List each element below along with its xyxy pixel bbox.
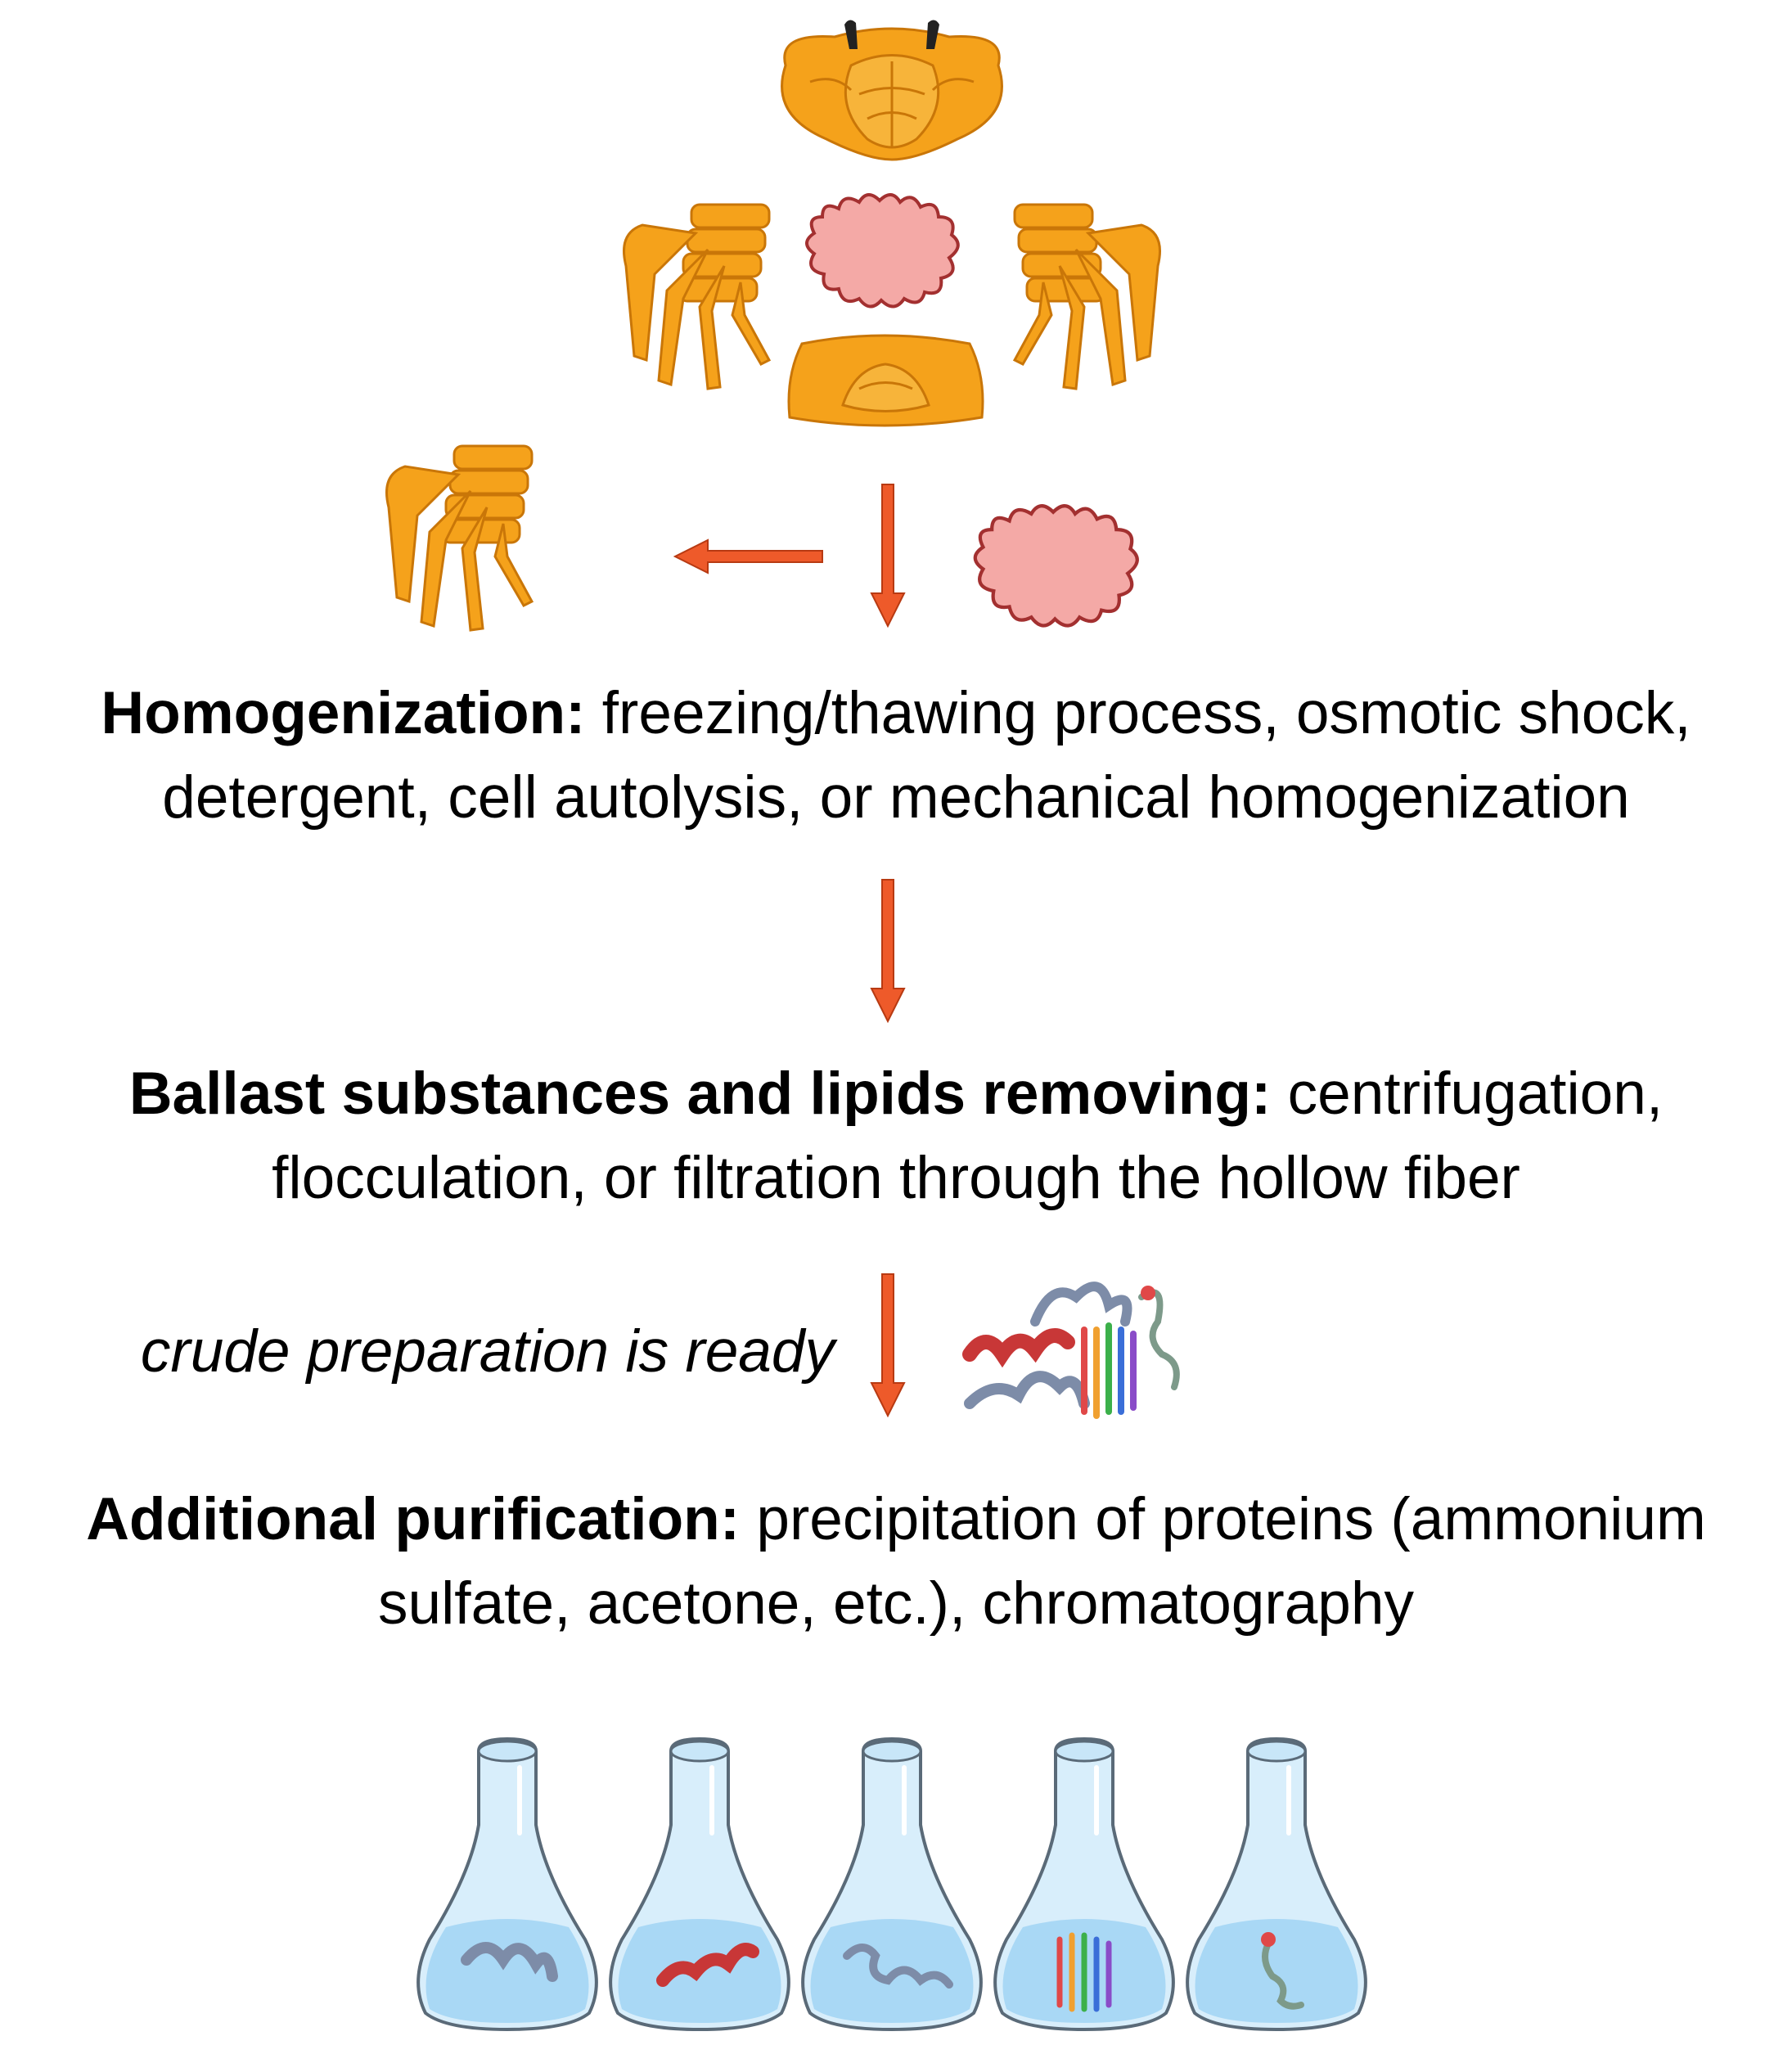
arrow-down-icon <box>870 1273 906 1418</box>
step-detail: precipitation of proteins (ammonium <box>756 1486 1706 1552</box>
step-heading: Homogenization: <box>101 680 586 746</box>
crab-carapace-icon <box>781 20 1003 161</box>
step-detail: freezing/thawing process, osmotic shock, <box>601 680 1691 746</box>
step-detail: sulfate, acetone, etc.), chromatography <box>377 1570 1415 1637</box>
step-ballast-removal: Ballast substances and lipids removing: … <box>0 1052 1792 1220</box>
crab-legs-icon <box>623 203 772 390</box>
hepatopancreas-icon <box>805 193 960 309</box>
flask-icon <box>1187 1739 1366 2029</box>
crab-legs-icon <box>1012 203 1161 390</box>
step-detail: detergent, cell autolysis, or mechanical… <box>162 764 1630 831</box>
flask-icon <box>418 1739 597 2029</box>
step-homogenization: Homogenization: freezing/thawing process… <box>0 671 1792 840</box>
step-detail: centrifugation, <box>1287 1061 1664 1127</box>
arrow-left-icon <box>673 538 823 574</box>
step-line: Additional purification: precipitation o… <box>0 1477 1792 1561</box>
flask-icon <box>995 1739 1173 2029</box>
step-additional-purification: Additional purification: precipitation o… <box>0 1477 1792 1646</box>
crab-body-icon <box>787 334 984 427</box>
step-heading: Ballast substances and lipids removing: <box>128 1061 1272 1127</box>
hepatopancreas-icon <box>973 504 1139 628</box>
flask-icon <box>803 1739 981 2029</box>
flasks-row <box>413 1735 1387 2046</box>
crude-preparation-label: crude preparation is ready <box>140 1318 835 1385</box>
protein-structure-icon <box>962 1281 1180 1419</box>
flask-icon <box>610 1739 789 2029</box>
step-line: Ballast substances and lipids removing: … <box>0 1052 1792 1136</box>
step-detail: flocculation, or filtration through the … <box>272 1145 1520 1211</box>
step-heading: Additional purification: <box>86 1486 741 1552</box>
arrow-down-icon <box>870 879 906 1024</box>
step-line: Homogenization: freezing/thawing process… <box>0 671 1792 755</box>
crab-legs-icon <box>385 444 534 632</box>
arrow-down-icon <box>870 484 906 628</box>
